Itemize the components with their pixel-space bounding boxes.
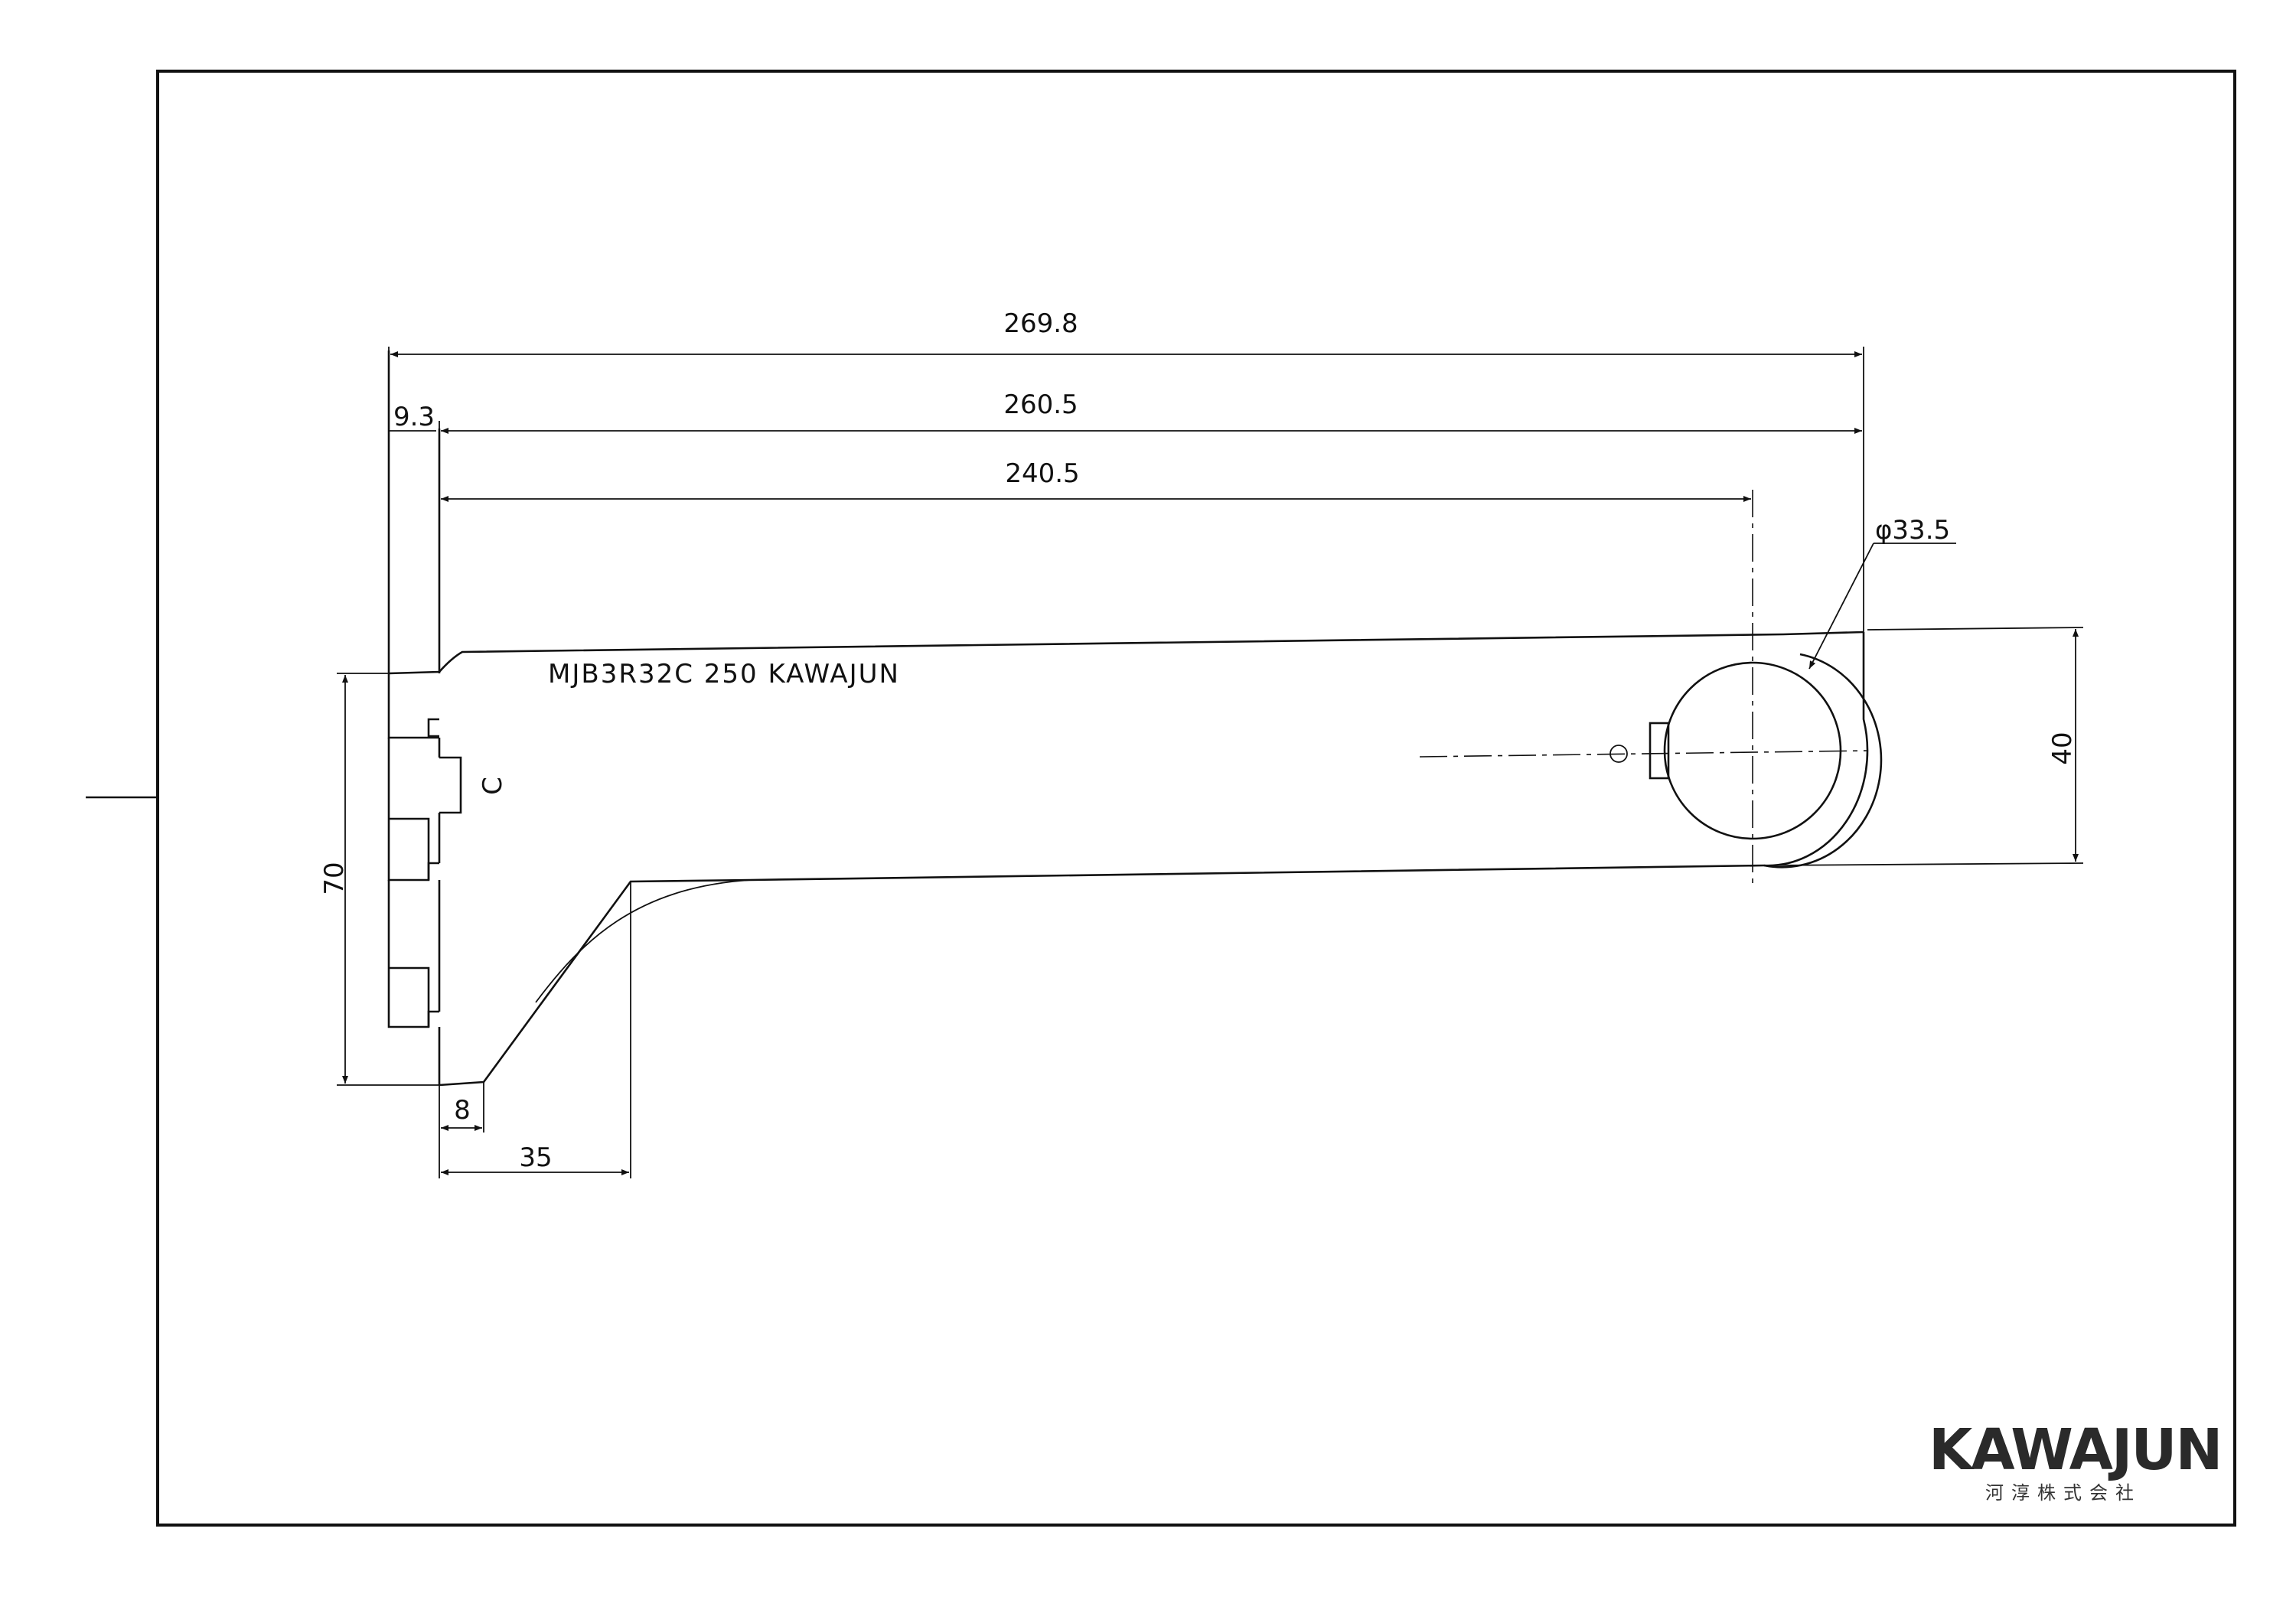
drawing-frame <box>156 70 2236 1527</box>
dim-pipe-center-label: 240.5 <box>1005 458 1079 489</box>
dim-holder-height-label: 40 <box>2047 732 2078 764</box>
dim-holder-height: 40 <box>1763 627 2084 866</box>
dim-overall-length-label: 269.8 <box>1003 308 1078 339</box>
dim-length-from-wall: 260.5 <box>439 389 1862 434</box>
hook-slot <box>427 718 439 738</box>
dim-pipe-diameter: φ33.5 <box>1808 515 1956 670</box>
logo-name: KAWAJUN <box>1929 1417 2221 1483</box>
company-logo: KAWAJUN 河淳株式会社 <box>1929 1417 2223 1504</box>
dim-length-from-wall-label: 260.5 <box>1003 389 1078 420</box>
part-marking: MJB3R32C 250 KAWAJUN <box>548 659 900 689</box>
side-mark: C <box>478 777 508 795</box>
dim-hook-depth: 9.3 <box>389 402 436 432</box>
dim-pipe-center: 240.5 <box>439 458 1751 673</box>
dim-bracket-height-label: 70 <box>319 862 350 895</box>
dim-gusset-width: 35 <box>441 882 631 1178</box>
dim-bottom-offset-label: 8 <box>454 1095 471 1126</box>
hook-slot <box>387 968 439 1028</box>
dim-bracket-height: 70 <box>319 673 439 1086</box>
dim-pipe-diameter-label: φ33.5 <box>1875 515 1950 546</box>
dim-bottom-offset: 8 <box>439 1082 484 1178</box>
pipe-holder <box>1419 490 1883 888</box>
dim-overall-length: 269.8 <box>388 308 1864 673</box>
dim-gusset-width-label: 35 <box>519 1142 552 1173</box>
mid-notch <box>439 756 462 814</box>
logo-subtitle: 河淳株式会社 <box>1985 1482 2141 1504</box>
pipe-centerline-h <box>1419 750 1868 758</box>
pipe-key-notch <box>1649 722 1670 780</box>
bracket-outline <box>387 350 1864 1087</box>
hook-slot <box>387 819 439 882</box>
dim-hook-depth-label: 9.3 <box>393 402 435 432</box>
